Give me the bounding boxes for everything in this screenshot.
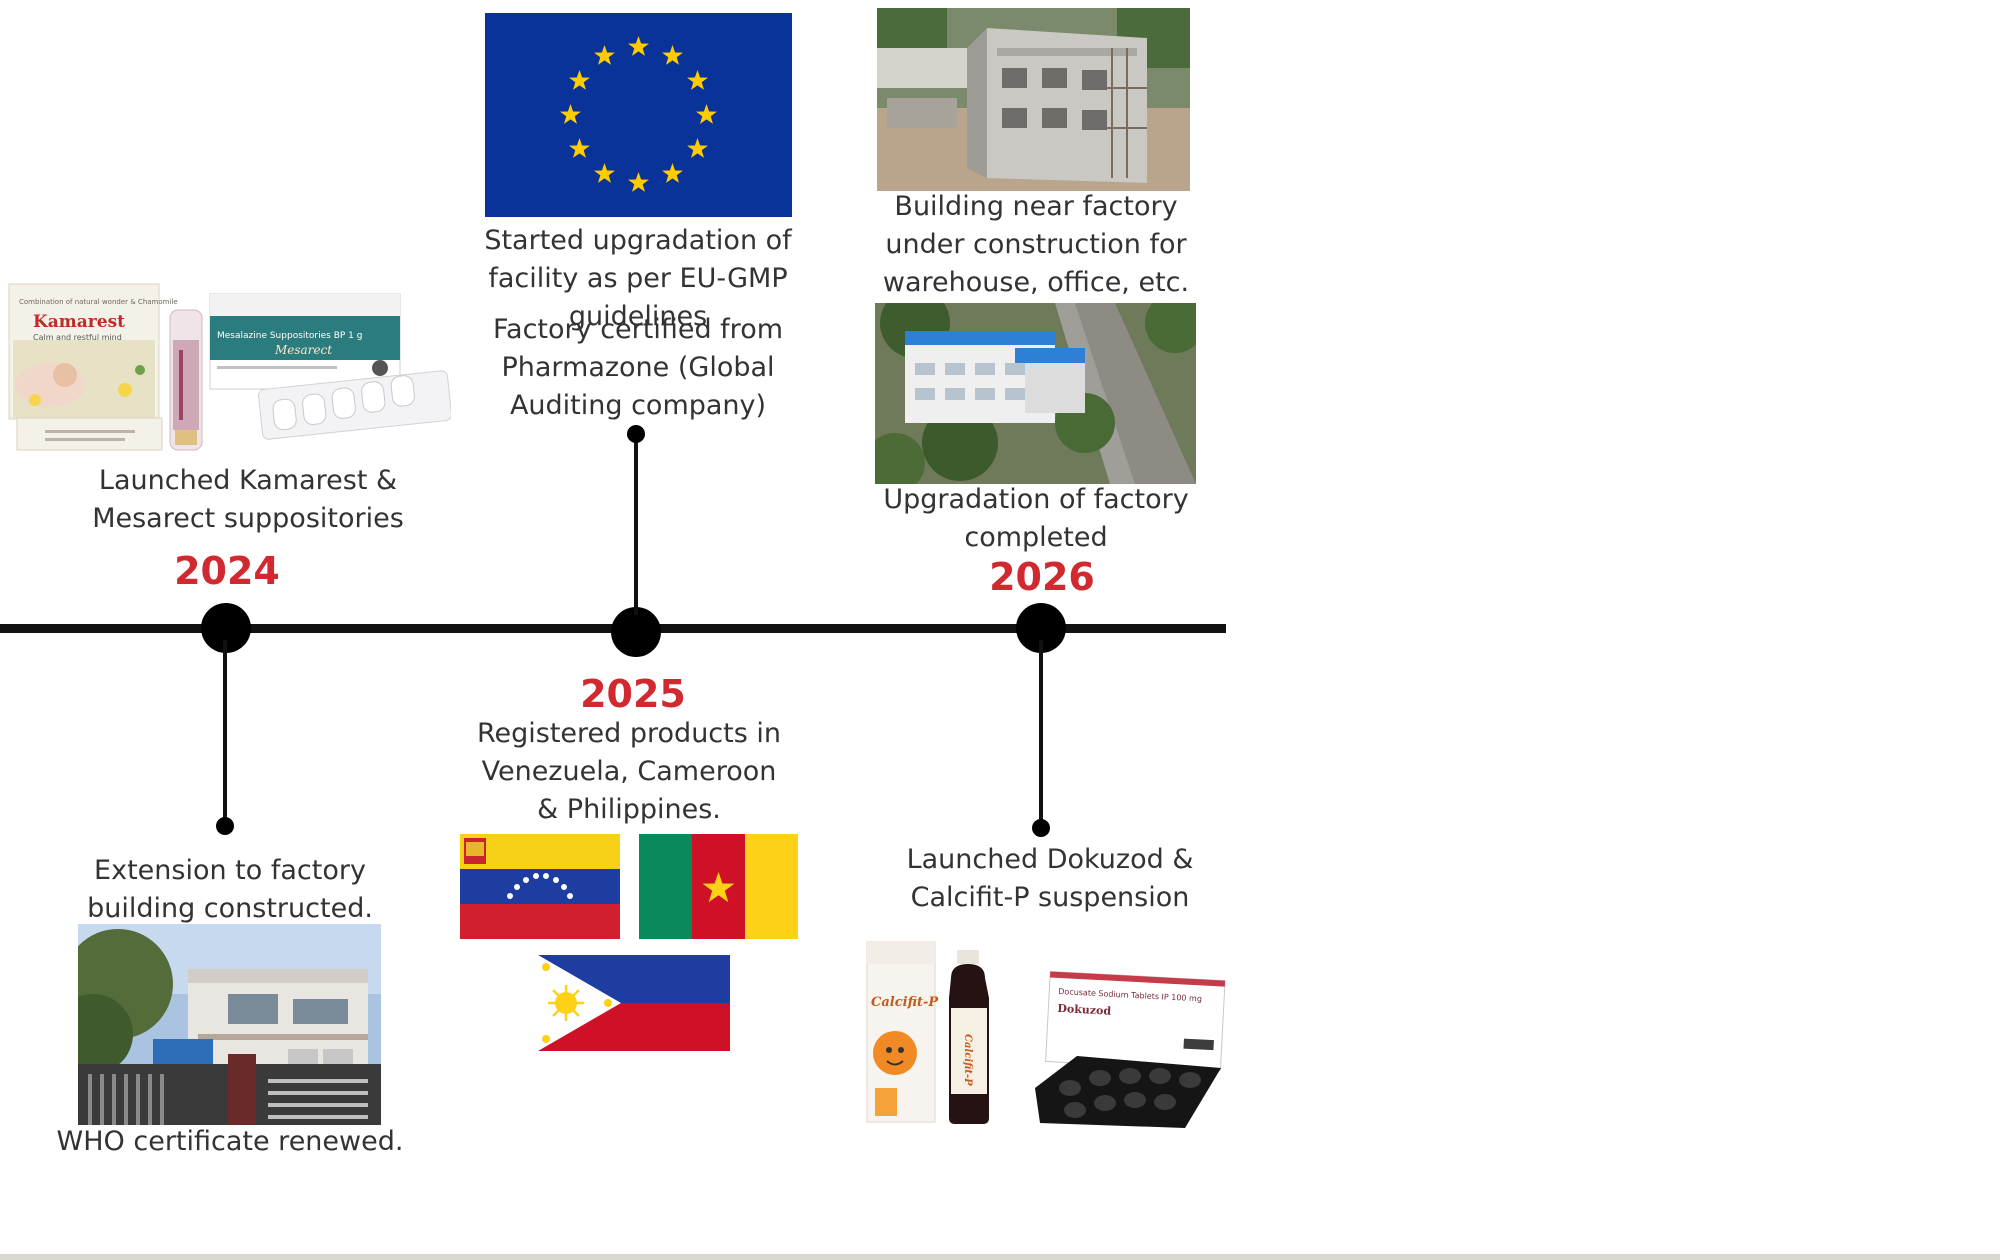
mesarect-box-name: Mesarect [274, 343, 332, 357]
kamarest-box-name: Kamarest [33, 312, 125, 332]
eu-flag-image [485, 13, 792, 217]
calcifit-box-name: Calcifit-P [871, 995, 939, 1010]
timeline-node-2025 [611, 607, 661, 657]
timeline-stem-2025 [634, 435, 638, 615]
warehouse-construction-photo [877, 8, 1190, 191]
eu-stars [560, 36, 717, 192]
caption-warehouse-building: Building near factory under construction… [882, 191, 1190, 298]
year-label-2025: 2025 [580, 672, 686, 716]
caption-factory-extension: Extension to factory building constructe… [87, 855, 373, 924]
factory-extension-photo [78, 924, 381, 1125]
kamarest-box-tagline: Calm and restful mind [33, 333, 122, 342]
caption-eu-gmp: Started upgradation of facility as per E… [484, 225, 792, 332]
caption-factory-upgrade: Upgradation of factory completed [883, 484, 1189, 553]
kamarest-mesarect-product-image: Combination of natural wonder & Chamomil… [5, 280, 451, 455]
cameroon-flag-image [639, 834, 798, 939]
timeline-dot-2025 [627, 425, 645, 443]
dokuzod-calcifit-product-image: Calcifit-P Calcifit-P Docusate Sodium Ta… [865, 938, 1231, 1128]
upgraded-factory-aerial-photo [875, 303, 1196, 484]
dokuzod-box-name: Dokuzod [1057, 1002, 1112, 1018]
year-label-2026: 2026 [989, 555, 1095, 599]
mesarect-box-strength: Mesalazine Suppositories BP 1 g [217, 331, 362, 341]
kamarest-box-note: Combination of natural wonder & Chamomil… [19, 298, 178, 306]
timeline-stem-2024 [223, 640, 227, 820]
venezuela-flag-image [460, 834, 620, 939]
timeline-dot-2024 [216, 817, 234, 835]
year-label-2024: 2024 [174, 549, 280, 593]
caption-who-certificate: WHO certificate renewed. [56, 1126, 404, 1157]
calcifit-bottle-name: Calcifit-P [962, 1034, 973, 1086]
bottom-divider [0, 1254, 2000, 1260]
philippines-flag-image [538, 955, 730, 1051]
caption-registrations: Registered products in Venezuela, Camero… [476, 718, 781, 825]
timeline-stem-2026 [1039, 640, 1043, 820]
caption-dokuzod-launch: Launched Dokuzod & Calcifit-P suspension [906, 844, 1194, 913]
caption-kamarest-launch: Launched Kamarest & Mesarect suppositori… [92, 465, 404, 534]
timeline-dot-2026 [1032, 819, 1050, 837]
caption-pharmazone: Factory certified from Pharmazone (Globa… [492, 314, 784, 421]
